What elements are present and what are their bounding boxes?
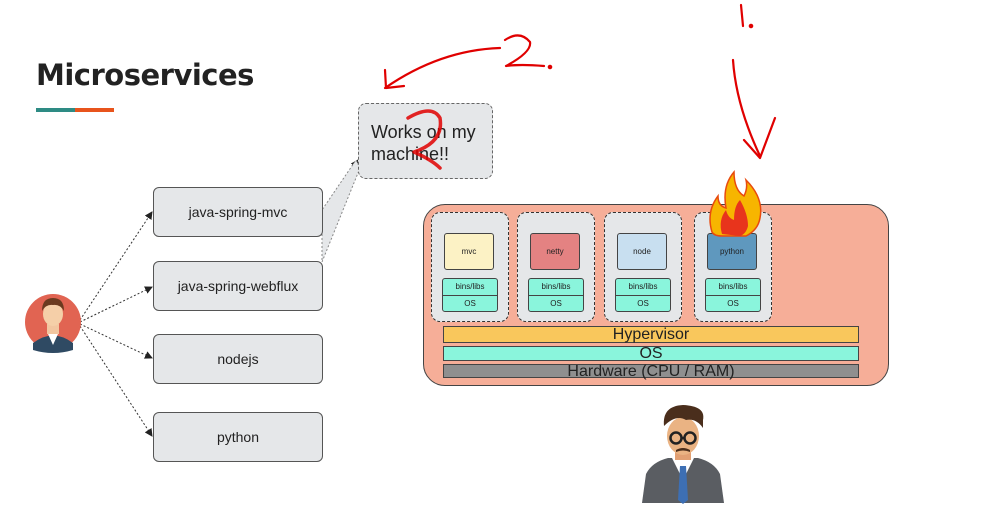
bins-libs-label: bins/libs: [706, 279, 760, 296]
page-title: Microservices: [36, 58, 254, 92]
connector-to-service-1: [79, 211, 153, 321]
service-java-spring-mvc: java-spring-mvc: [153, 187, 323, 237]
hand-drawn-digit-1: [739, 3, 745, 28]
service-java-spring-webflux: java-spring-webflux: [153, 261, 323, 311]
hand-drawn-digit-2: [503, 34, 546, 68]
works-on-my-machine-callout: Works on my machine!!: [358, 103, 493, 179]
vm-2: netty bins/libs OS: [517, 212, 595, 322]
guest-os-label: OS: [637, 299, 649, 308]
bins-libs-label: bins/libs: [529, 279, 583, 296]
vm-stack: bins/libs OS: [615, 278, 671, 312]
hand-drawn-dot-2: [547, 64, 553, 70]
service-nodejs: nodejs: [153, 334, 323, 384]
guest-os-label: OS: [727, 299, 739, 308]
hand-drawn-arrow-1: [731, 58, 762, 158]
underline-teal: [36, 108, 75, 112]
vm-stack: bins/libs OS: [528, 278, 584, 312]
guest-os-label: OS: [464, 299, 476, 308]
app-box: mvc: [444, 233, 494, 270]
fire-icon: [709, 169, 762, 237]
vm-stack: bins/libs OS: [442, 278, 498, 312]
bins-libs-label: bins/libs: [616, 279, 670, 296]
guest-os-label: OS: [550, 299, 562, 308]
service-python: python: [153, 412, 323, 462]
underline-orange: [75, 108, 114, 112]
developer-figure-icon: [642, 405, 724, 504]
app-box: python: [707, 233, 757, 270]
hand-drawn-arrowhead-1: [742, 116, 777, 160]
host-os-layer: OS: [443, 346, 859, 362]
vm-3: node bins/libs OS: [604, 212, 682, 322]
connector-to-service-3: [79, 323, 153, 359]
connector-to-service-4: [79, 325, 153, 437]
hand-drawn-arrowhead-2: [383, 68, 406, 90]
connector-to-service-2: [79, 286, 153, 323]
hand-drawn-dot-1: [748, 23, 754, 29]
hand-drawn-arrow-2: [383, 46, 502, 90]
hardware-layer: Hardware (CPU / RAM): [443, 364, 859, 380]
app-box: node: [617, 233, 667, 270]
vm-4: python bins/libs OS: [694, 212, 772, 322]
bins-libs-label: bins/libs: [443, 279, 497, 296]
vm-1: mvc bins/libs OS: [431, 212, 509, 322]
hypervisor-layer: Hypervisor: [443, 326, 859, 343]
title-underline: [36, 108, 114, 112]
app-box: netty: [530, 233, 580, 270]
callout-line-1: Works on my: [371, 122, 476, 142]
vm-stack: bins/libs OS: [705, 278, 761, 312]
developer-avatar-icon: [25, 294, 81, 353]
hand-drawn-scribble: [406, 109, 443, 170]
